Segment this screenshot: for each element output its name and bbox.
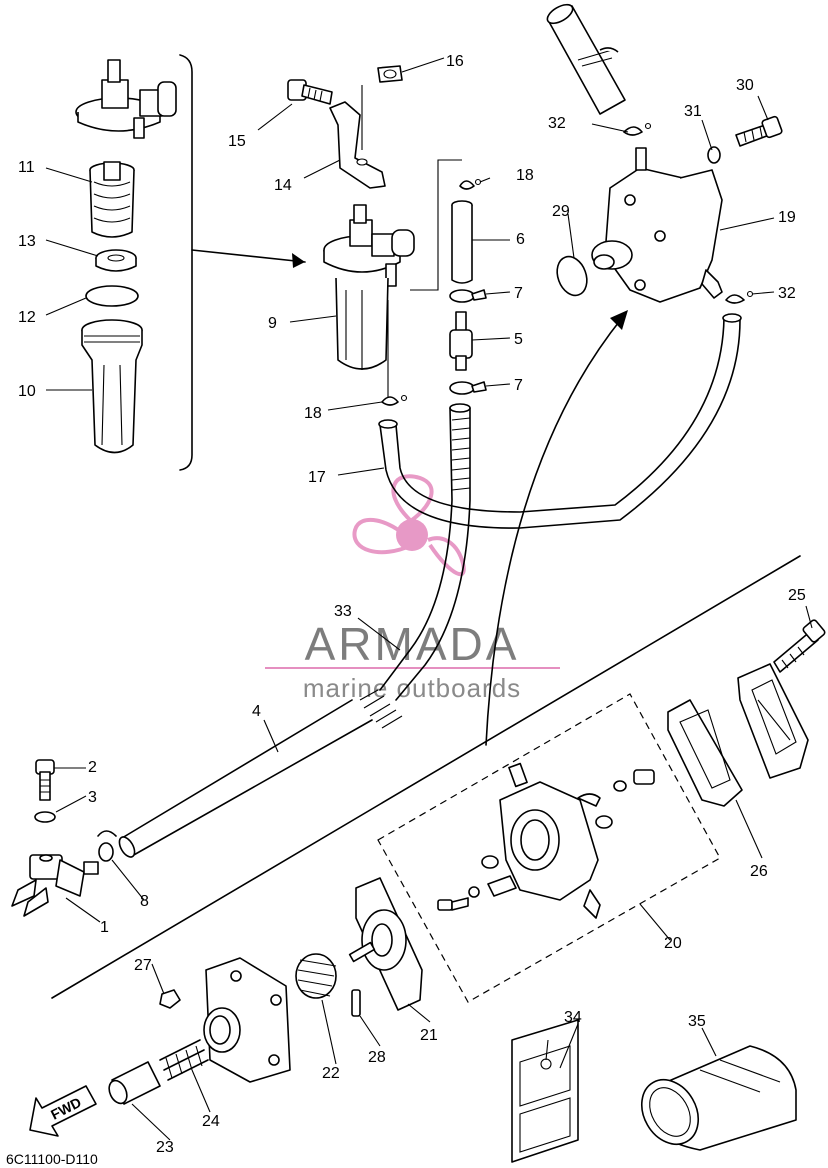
washer-31 (707, 146, 721, 164)
callout-6: 6 (516, 231, 525, 248)
clip-18-bottom (381, 394, 408, 406)
bolt-2 (35, 759, 55, 801)
filter-cup (81, 319, 143, 454)
callout-10: 10 (18, 383, 36, 400)
callout-2: 2 (88, 759, 97, 776)
exploded-bracket (179, 54, 193, 471)
callout-29: 29 (552, 203, 570, 220)
watermark-brand: ARMADA (305, 618, 520, 670)
pump-body-20 (481, 762, 613, 919)
watermark-tagline: marine outboards (303, 673, 521, 703)
callout-25: 25 (788, 587, 806, 604)
joint-5 (449, 311, 473, 371)
callout-7-top: 7 (514, 285, 523, 302)
callout-20: 20 (664, 935, 682, 952)
label-34 (511, 1019, 579, 1163)
spring-22 (295, 953, 337, 999)
clip-18-top (459, 178, 482, 190)
callout-5: 5 (514, 331, 523, 348)
callout-numbers: 11 13 12 10 15 14 16 9 18 18 6 7 5 7 17 … (18, 53, 806, 1156)
filter-o-ring (85, 285, 139, 307)
diagram-code: 6C11100-D110 (6, 1151, 98, 1167)
hose-17 (378, 313, 742, 529)
pump-assy-20-box (377, 693, 721, 1003)
callout-33: 33 (334, 603, 352, 620)
exploded-arrow-head (292, 253, 305, 268)
callout-4: 4 (252, 703, 261, 720)
diaphragm-21 (348, 877, 423, 1011)
nut-27 (159, 989, 181, 1009)
cover-plate (737, 663, 809, 779)
callout-9: 9 (268, 315, 277, 332)
cap-35 (640, 1045, 797, 1151)
section-divider (51, 555, 801, 999)
callout-26: 26 (750, 863, 768, 880)
callout-35: 35 (688, 1013, 706, 1030)
leaders (45, 57, 813, 1141)
hose-33 (359, 403, 471, 729)
callout-34: 34 (564, 1009, 582, 1026)
callout-18-bottom: 18 (304, 405, 322, 422)
filter-head-exploded (75, 59, 177, 139)
callout-18-top: 18 (516, 167, 534, 184)
clamp-7-top (449, 289, 487, 303)
callout-16: 16 (446, 53, 464, 70)
screw-set (437, 769, 655, 911)
pump-arrow (485, 317, 623, 746)
o-ring-29 (556, 255, 588, 297)
watermark-logo (352, 474, 466, 577)
callout-3: 3 (88, 789, 97, 806)
clip-8 (97, 830, 117, 862)
callout-11: 11 (18, 159, 35, 176)
spring-24 (159, 1039, 209, 1081)
callout-19: 19 (778, 209, 796, 226)
bolt-15 (287, 79, 333, 105)
bracket-14 (329, 85, 386, 189)
callout-17: 17 (308, 469, 326, 486)
washer-3 (34, 811, 56, 823)
callout-32-right: 32 (778, 285, 796, 302)
callout-21: 21 (420, 1027, 438, 1044)
clamp-7-bottom (449, 381, 487, 395)
callout-32-top: 32 (548, 115, 566, 132)
pin-28 (351, 989, 361, 1017)
callout-1: 1 (100, 919, 109, 936)
filter-nut (95, 249, 137, 272)
filter-assembly (287, 65, 487, 406)
pump-housing (203, 957, 291, 1083)
filter-element (89, 161, 135, 238)
gasket-26 (667, 699, 743, 807)
callout-28: 28 (368, 1049, 386, 1066)
callout-7-bottom: 7 (514, 377, 523, 394)
callout-30: 30 (736, 77, 754, 94)
callout-15: 15 (228, 133, 246, 150)
hose-4 (118, 699, 373, 858)
fuel-pump-19 (546, 3, 723, 303)
fuel-filter-9 (323, 204, 415, 370)
callout-13: 13 (18, 233, 36, 250)
exploded-arrow (191, 249, 306, 263)
plunger-23 (108, 1061, 161, 1105)
clip-32-right (725, 290, 754, 304)
callout-14: 14 (274, 177, 292, 194)
callout-24: 24 (202, 1113, 220, 1130)
clip-32-top (623, 122, 652, 136)
callout-31: 31 (684, 103, 702, 120)
bolt-25 (773, 619, 826, 673)
hose-6 (451, 200, 473, 284)
fwd-arrow-icon (29, 1085, 97, 1137)
callout-27: 27 (134, 957, 152, 974)
filter-exploded-group (75, 54, 306, 471)
callout-12: 12 (18, 309, 36, 326)
nut-16 (377, 65, 403, 83)
pump-arrow-head (610, 310, 628, 330)
bolt-30 (735, 115, 783, 147)
fuel-joint-1 (11, 854, 99, 917)
callout-23: 23 (156, 1139, 174, 1156)
callout-22: 22 (322, 1065, 340, 1082)
callout-8: 8 (140, 893, 149, 910)
